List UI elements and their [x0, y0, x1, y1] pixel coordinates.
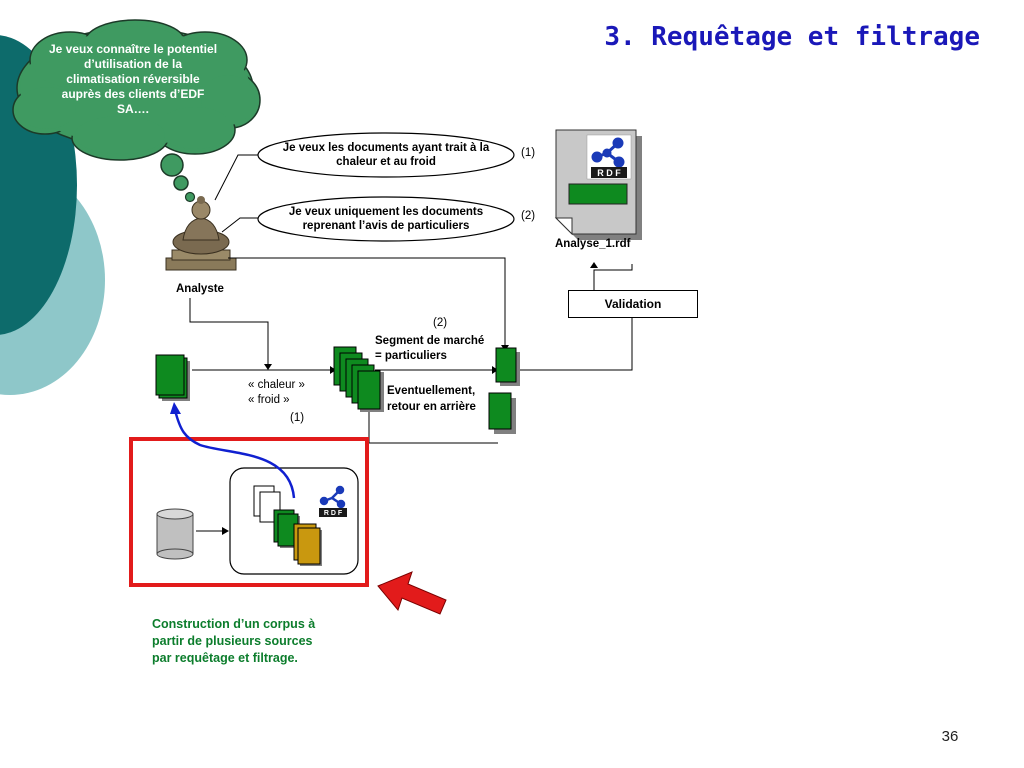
- analyst-label: Analyste: [176, 283, 224, 295]
- backtrack-document-icon: [488, 392, 516, 434]
- query-1-text: Je veux les documents ayant trait à la c…: [282, 142, 490, 168]
- query-1-marker: (1): [521, 147, 536, 159]
- corpus-rdf-letters: R D F: [324, 510, 343, 517]
- blue-connector: [173, 409, 296, 499]
- thought-dot-medium: [173, 175, 189, 191]
- flow-connectors: [189, 257, 633, 532]
- blue-arrowhead: [170, 402, 181, 414]
- backtrack-line-2: retour en arrière: [387, 401, 476, 413]
- segment-document-icon: [495, 347, 520, 386]
- page-number: 36: [941, 728, 959, 745]
- red-pointer-arrow-icon: [377, 571, 447, 615]
- result-file-label: Analyse_1.rdf: [555, 238, 631, 250]
- backtrack-line-1: Eventuellement,: [387, 385, 476, 397]
- filtered-documents-stack-icon: [333, 346, 384, 412]
- filter-2-line-2: = particuliers: [375, 350, 447, 362]
- validation-box: Validation: [568, 290, 698, 318]
- query-ellipse-2: [257, 196, 515, 242]
- thought-dot-large: [160, 153, 184, 177]
- filter-1-line-2: « froid »: [248, 394, 290, 406]
- corpus-highlight-box: [129, 437, 369, 587]
- query-connectors: [214, 154, 258, 233]
- thought-dot-small: [184, 191, 196, 203]
- query-ellipse-1: [257, 132, 515, 178]
- thought-bubble-cloud-fill: [18, 26, 255, 154]
- corpus-documents-icon: [253, 485, 322, 566]
- query-2-marker: (2): [521, 210, 536, 222]
- database-icon: [156, 508, 194, 560]
- rdf-logo-icon: R D F: [591, 137, 627, 178]
- rdf-letters: R D F: [597, 168, 621, 178]
- corpus-rdf-logo: R D F: [319, 485, 347, 517]
- source-document-icon: [155, 354, 190, 401]
- thought-bubble-text: Je veux connaître le potentiel d’utilisa…: [48, 42, 218, 116]
- filter-1-line-1: « chaleur »: [248, 379, 305, 391]
- corpus-caption: Construction d’un corpus à partir de plu…: [152, 617, 316, 665]
- filter-2-line-1: Segment de marché: [375, 335, 485, 347]
- analyst-statue-icon: [165, 196, 237, 271]
- query-2-text: Je veux uniquement les documents reprena…: [288, 206, 484, 232]
- slide-title: 3. Requêtage et filtrage: [604, 22, 980, 52]
- filter-2-marker: (2): [433, 317, 448, 329]
- filter-1-marker: (1): [290, 412, 305, 424]
